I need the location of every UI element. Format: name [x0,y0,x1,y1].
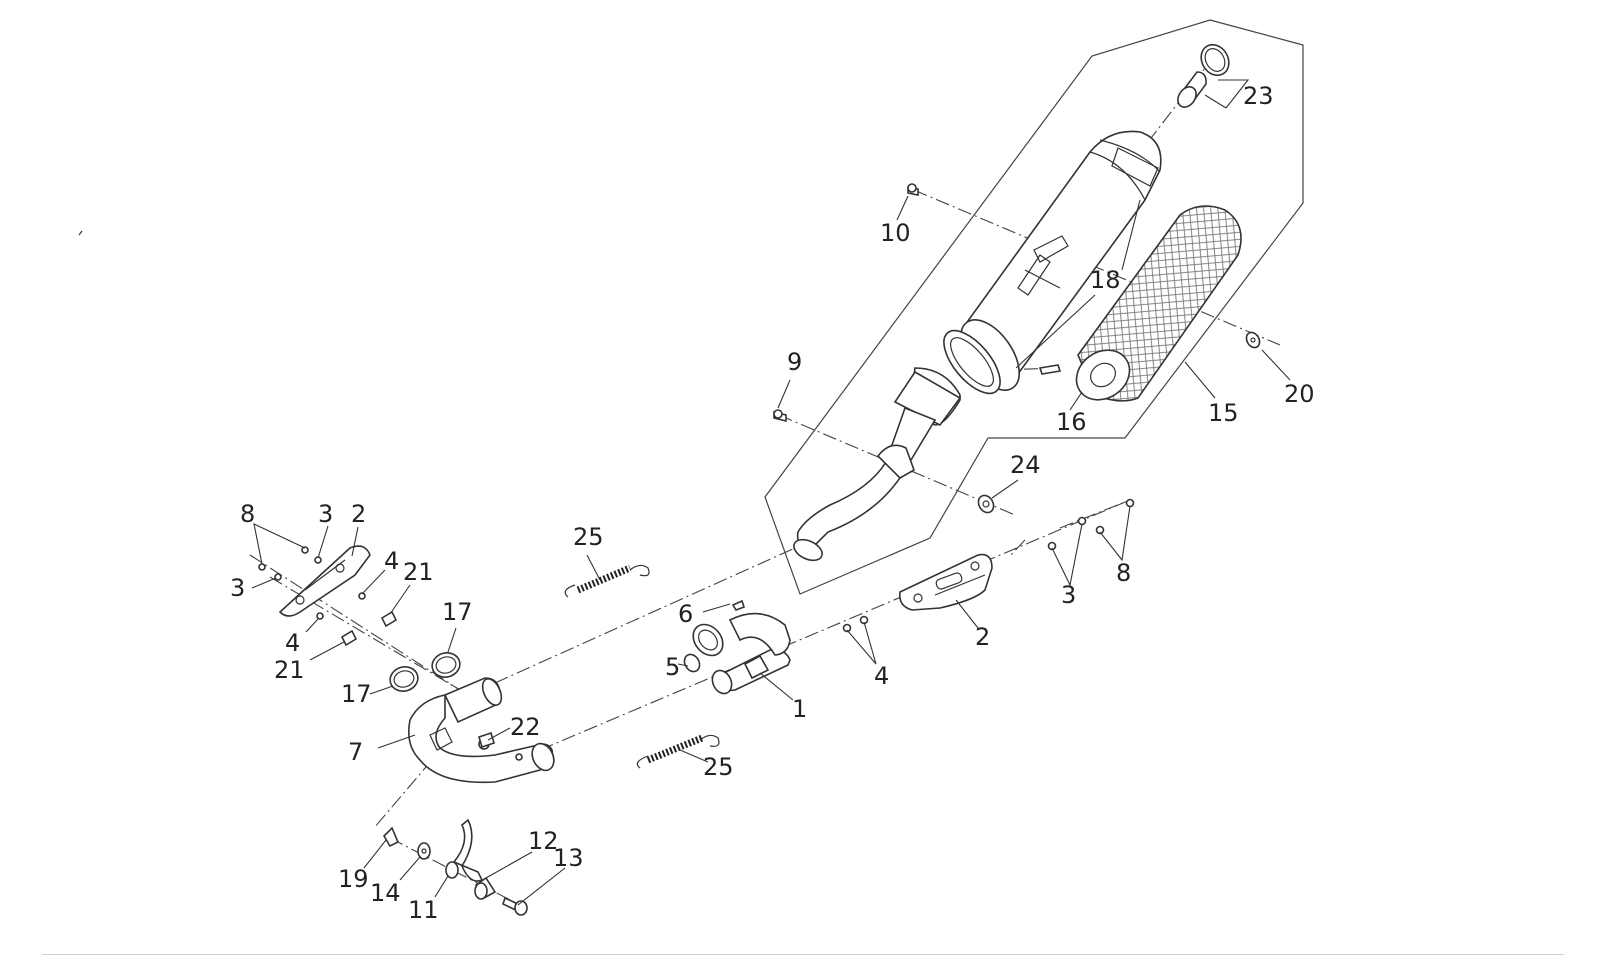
callout-11: 11 [408,896,439,924]
callout-16: 16 [1056,408,1087,436]
callout-22: 22 [510,713,541,741]
callout-13: 13 [553,844,584,872]
callout-12: 12 [528,827,559,855]
spring-part-25-upper [564,564,650,598]
stray-mark [78,230,83,236]
header-pipe-part-1 [683,599,791,695]
clip-part-19 [382,826,400,848]
callout-25-upper: 25 [573,523,604,551]
fasteners-left [258,546,398,647]
callout-24: 24 [1010,451,1041,479]
washer-part-14 [417,842,431,860]
callout-14: 14 [370,879,401,907]
callout-19: 19 [338,865,369,893]
callout-3-left-top: 3 [318,500,333,528]
callout-23: 23 [1243,82,1274,110]
clamp-part-17-upper [431,652,461,678]
callout-15: 15 [1208,399,1239,427]
callout-18: 18 [1090,266,1121,294]
callout-1: 1 [792,695,807,723]
silencer-assembly-outline [764,19,1304,595]
callout-21-lower: 21 [274,656,305,684]
leader-lines [251,79,1291,906]
bolt-part-10 [907,183,919,196]
callout-8-right: 8 [1116,559,1131,587]
heat-shield-part-2-right [898,553,993,611]
heat-shield-part-2-left [278,545,371,617]
callout-2-left: 2 [351,500,366,528]
callout-4-left-upper: 4 [384,547,399,575]
callout-9: 9 [787,348,802,376]
callout-5: 5 [665,653,680,681]
callout-labels: 1 2 2 3 3 3 4 4 4 5 6 7 8 8 9 10 11 12 1… [230,82,1315,924]
header-pipe-part-7 [407,677,555,784]
spring-part-25-lower [636,734,720,769]
end-cap-part-23 [1177,43,1230,108]
callout-8-left: 8 [240,500,255,528]
callout-3-left: 3 [230,574,245,602]
clamp-part-17-lower [389,666,419,692]
bushing-part-12 [474,876,497,900]
callout-10: 10 [880,219,911,247]
silencer-packing-part-16 [1075,205,1242,402]
footer-divider [42,954,1564,955]
callout-7: 7 [348,738,363,766]
silencer-flange-ring [943,329,1062,395]
silencer-body-part-18 [960,130,1162,391]
silencer-link-pipe [793,367,962,562]
callout-4-left-lower: 4 [285,629,300,657]
callout-17-upper: 17 [442,598,473,626]
callout-25-lower: 25 [703,753,734,781]
callout-17-lower: 17 [341,680,372,708]
nut-part-22 [478,731,495,749]
bolt-part-9 [773,409,787,423]
grommet-part-24 [977,494,995,514]
callout-21-upper: 21 [403,558,434,586]
callout-6: 6 [678,600,693,628]
callout-20: 20 [1284,380,1315,408]
bracket-part-11 [445,818,484,882]
fasteners-right [842,498,1135,633]
callout-2-right: 2 [975,623,990,651]
washer-part-20 [1245,331,1261,349]
callout-4-right: 4 [874,662,889,690]
callout-3-right: 3 [1061,581,1076,609]
